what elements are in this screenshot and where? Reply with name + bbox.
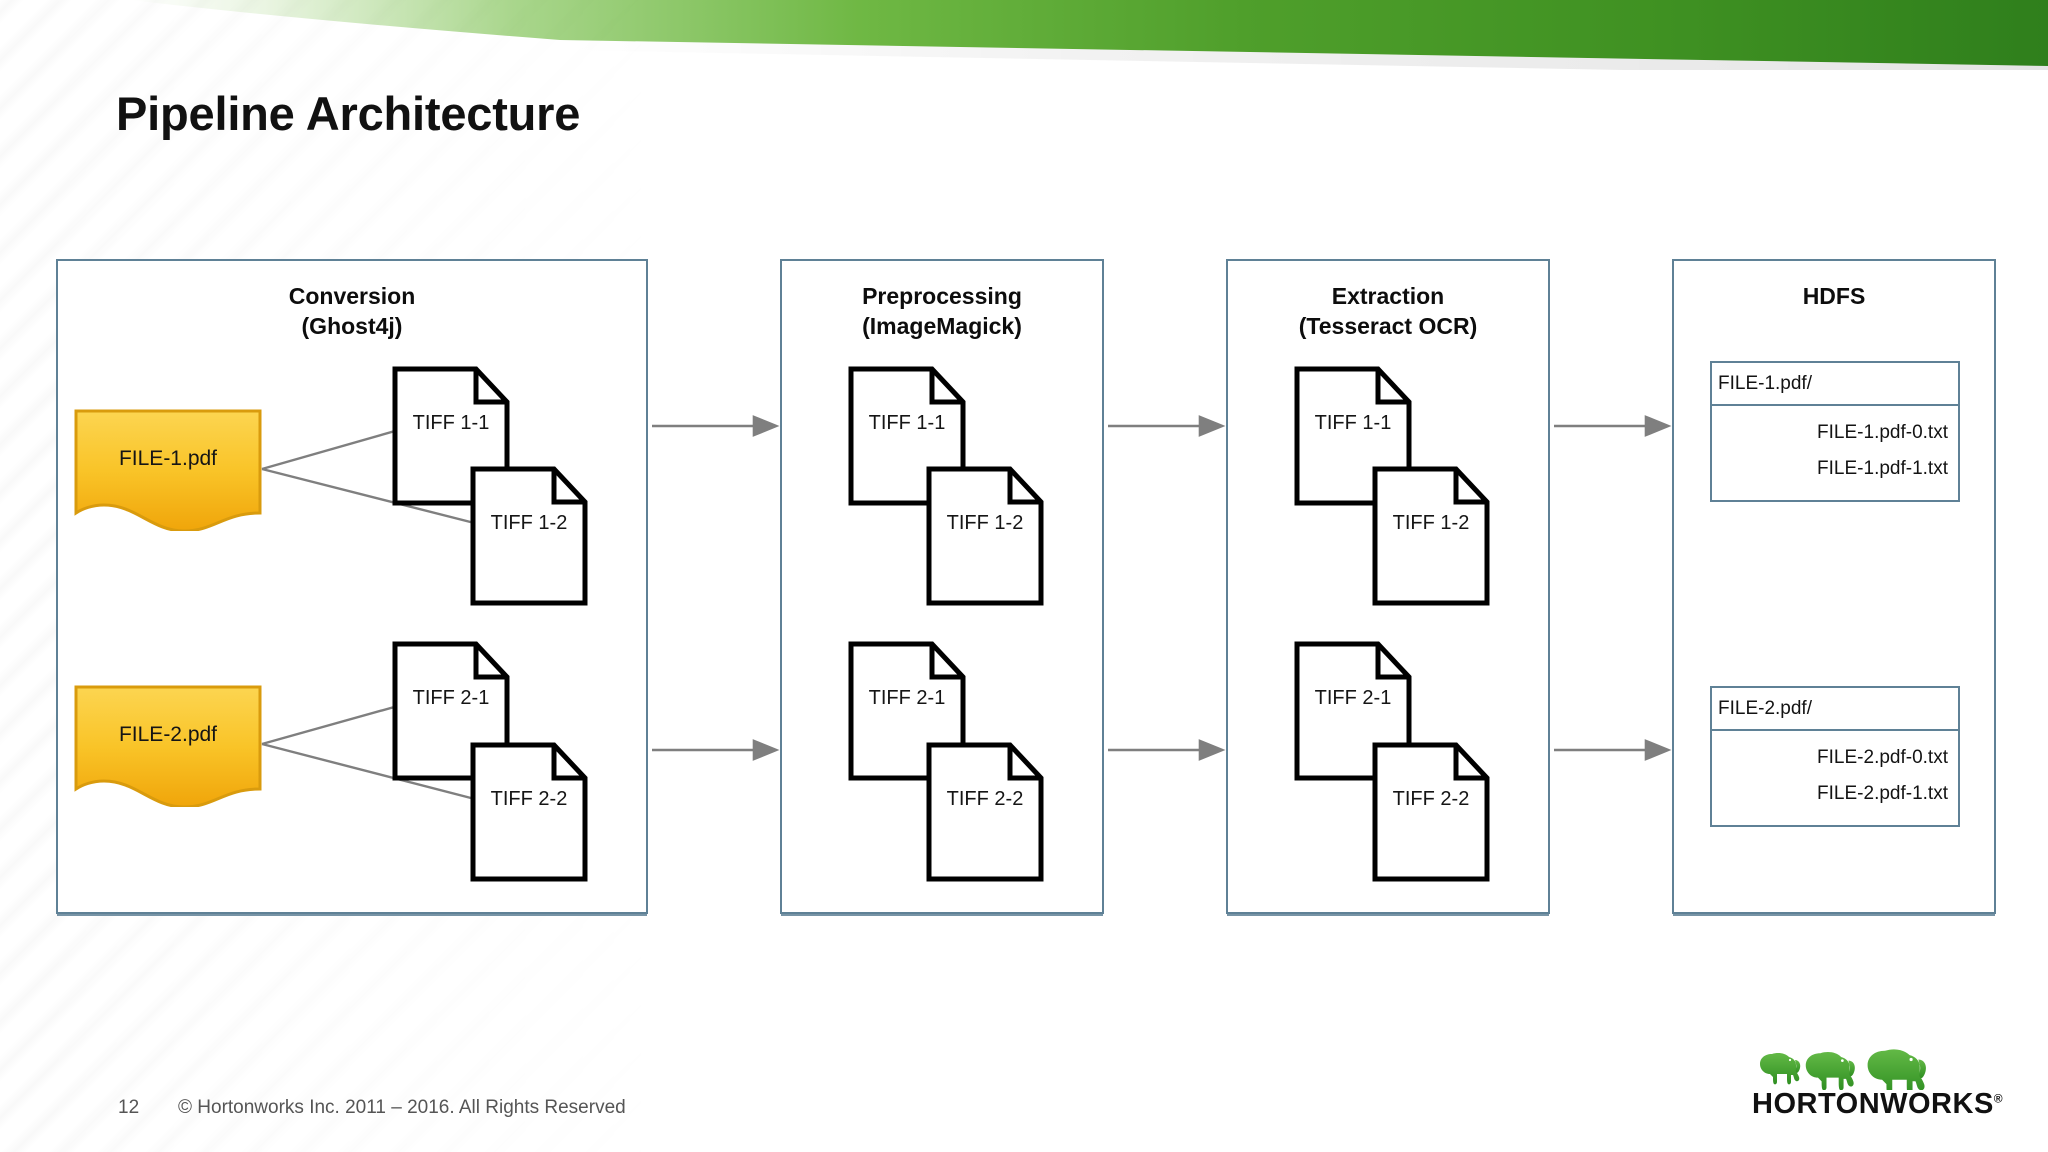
hdfs-listing-file-2[interactable]: FILE-2.pdf/ FILE-2.pdf-0.txt FILE-2.pdf-… [1710,686,1960,827]
tiff-doc-label: TIFF 1-1 [1314,412,1392,434]
copyright-notice: © Hortonworks Inc. 2011 – 2016. All Righ… [178,1097,626,1118]
tiff-doc-label: TIFF 1-2 [946,512,1024,534]
hdfs-file-item[interactable]: FILE-2.pdf-1.txt [1817,783,1948,805]
hdfs-directory-name: FILE-1.pdf/ [1710,361,1960,406]
tiff-doc-label: TIFF 2-2 [946,788,1024,810]
panel-title-hdfs: HDFS [1674,281,1994,311]
page-number: 12 [118,1097,140,1118]
elephants-icon [1760,1049,1926,1090]
pdf-shape-icon [74,685,262,807]
panel-preprocessing: Preprocessing (ImageMagick) TIFF 1-1 TIF… [780,259,1104,914]
panel-title-line1: Conversion [288,283,416,309]
document-page-icon [470,742,588,882]
tiff-doc-2-2[interactable]: TIFF 2-2 [926,742,1044,882]
pdf-source-file-2[interactable]: FILE-2.pdf [74,685,262,807]
panel-hdfs: HDFS FILE-1.pdf/ FILE-1.pdf-0.txt FILE-1… [1672,259,1996,914]
tiff-doc-label: TIFF 1-2 [1392,512,1470,534]
tiff-doc-1-2[interactable]: TIFF 1-2 [926,466,1044,606]
panel-title-line2: (Tesseract OCR) [1298,313,1478,340]
pdf-shape-icon [74,409,262,531]
pdf-source-label: FILE-2.pdf [118,723,218,746]
hdfs-file-item[interactable]: FILE-1.pdf-0.txt [1817,422,1948,443]
hdfs-listing-file-1[interactable]: FILE-1.pdf/ FILE-1.pdf-0.txt FILE-1.pdf-… [1710,361,1960,502]
hortonworks-logo: HORTONWORKS® [1752,1030,2003,1121]
hdfs-directory-name: FILE-2.pdf/ [1710,686,1960,731]
page-title: Pipeline Architecture [116,87,581,140]
document-page-icon [926,466,1044,606]
logo-wordmark: HORTONWORKS® [1752,1088,2003,1121]
panel-title-line1: Extraction [1331,283,1445,309]
tiff-doc-label: TIFF 1-1 [868,412,946,434]
tiff-doc-label: TIFF 2-1 [412,687,490,709]
pdf-source-label: FILE-1.pdf [118,447,218,470]
document-page-icon [926,742,1044,882]
logo-wordmark-text: HORTONWORKS [1752,1088,1994,1120]
document-page-icon [1372,742,1490,882]
pdf-source-file-1[interactable]: FILE-1.pdf [74,409,262,531]
panel-title-conversion: Conversion (Ghost4j) [58,281,646,342]
tiff-doc-1-2[interactable]: TIFF 1-2 [1372,466,1490,606]
panel-extraction: Extraction (Tesseract OCR) TIFF 1-1 TIFF… [1226,259,1550,914]
panel-title-line2: (ImageMagick) [862,313,1022,340]
panel-conversion: Conversion (Ghost4j) [56,259,648,914]
panel-title-line1: HDFS [1802,283,1866,309]
document-page-icon [1372,466,1490,606]
tiff-doc-label: TIFF 1-1 [412,412,490,434]
hdfs-file-item[interactable]: FILE-2.pdf-0.txt [1817,747,1948,768]
tiff-doc-label: TIFF 2-1 [1314,687,1392,709]
panel-title-preprocessing: Preprocessing (ImageMagick) [782,281,1102,342]
hdfs-file-list: FILE-1.pdf-0.txt FILE-1.pdf-1.txt [1710,406,1960,502]
hdfs-file-item[interactable]: FILE-1.pdf-1.txt [1817,458,1948,480]
tiff-doc-2-2[interactable]: TIFF 2-2 [1372,742,1490,882]
registered-mark: ® [1993,1091,2004,1106]
tiff-doc-label: TIFF 1-2 [490,512,568,534]
tiff-doc-label: TIFF 2-2 [490,788,568,810]
tiff-doc-label: TIFF 2-2 [1392,788,1470,810]
panel-title-line2: (Ghost4j) [301,313,403,340]
tiff-doc-1-2[interactable]: TIFF 1-2 [470,466,588,606]
document-page-icon [470,466,588,606]
hdfs-file-list: FILE-2.pdf-0.txt FILE-2.pdf-1.txt [1710,731,1960,827]
green-header-swoosh [130,0,2048,70]
panel-title-line1: Preprocessing [862,283,1022,309]
panel-title-extraction: Extraction (Tesseract OCR) [1228,281,1548,342]
tiff-doc-label: TIFF 2-1 [868,687,946,709]
tiff-doc-2-2[interactable]: TIFF 2-2 [470,742,588,882]
